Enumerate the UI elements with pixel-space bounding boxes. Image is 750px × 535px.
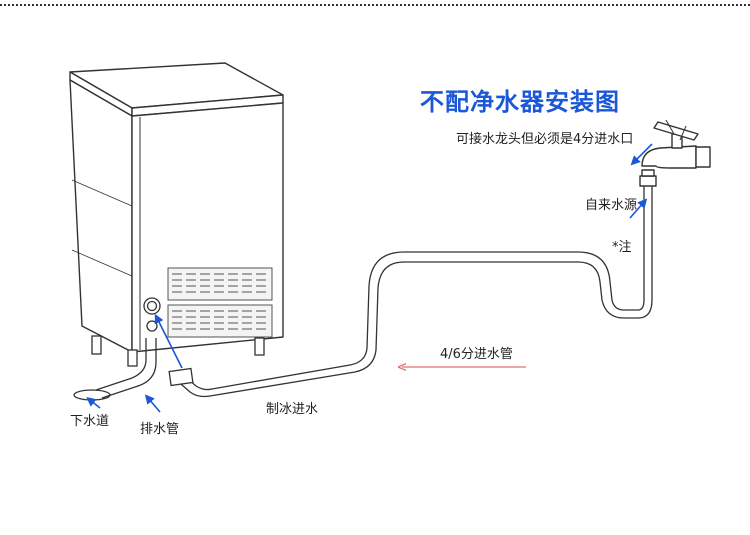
- annotation-arrows: [86, 143, 653, 413]
- label-drain-pipe: 排水管: [140, 422, 180, 437]
- inline-valve: [168, 367, 194, 387]
- blue-arrow-icon: [86, 397, 101, 409]
- label-floor-drain: 下水道: [70, 414, 110, 429]
- drain-port: [146, 320, 158, 332]
- floor-drain-opening: [73, 389, 111, 401]
- label-ice-inlet: 制冰进水: [266, 402, 319, 417]
- machine-legs: [91, 335, 265, 367]
- blue-arrow-icon: [144, 394, 161, 413]
- label-pipe-spec: 4/6分进水管: [440, 347, 513, 362]
- machine-ports: [143, 297, 161, 332]
- label-faucet-note: 可接水龙头但必须是4分进水口: [456, 132, 634, 147]
- inlet-hose: [173, 186, 653, 398]
- label-note-mark: *注: [612, 240, 632, 255]
- top-dotted-divider: [0, 4, 750, 6]
- machine-vents: [167, 267, 273, 338]
- blue-arrow-icon: [630, 143, 653, 166]
- blue-arrow-icon: [629, 198, 648, 219]
- faucet-icon: [639, 119, 711, 187]
- diagram-title: 不配净水器安装图: [420, 88, 620, 116]
- machine-left-side: [69, 79, 133, 353]
- label-water-source: 自来水源: [585, 198, 638, 213]
- blue-arrow-icon: [154, 313, 183, 369]
